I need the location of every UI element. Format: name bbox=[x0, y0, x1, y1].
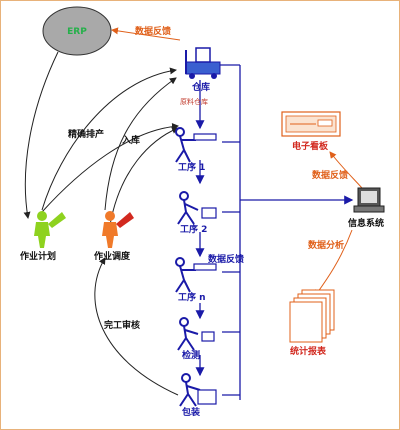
precise-production-label: 精确排产 bbox=[68, 128, 104, 140]
erp-node: ERP bbox=[42, 6, 112, 56]
data-analysis-label: 数据分析 bbox=[308, 239, 344, 251]
warehouse-forklift-icon bbox=[185, 47, 221, 79]
packing-to-dispatch-arrow bbox=[94, 257, 179, 396]
info-to-reports-arrow bbox=[314, 229, 353, 297]
feedback-to-erp-arrow bbox=[111, 27, 181, 41]
planner-figure-icon bbox=[34, 211, 66, 248]
plan-to-process-arrow bbox=[41, 123, 179, 213]
material-shelf-label: 原料仓库 bbox=[180, 97, 208, 106]
worker-processn-icon bbox=[175, 257, 217, 293]
kanban-board-icon bbox=[281, 111, 341, 137]
plan-to-warehouse-arrow bbox=[41, 67, 177, 211]
worker-packing-icon bbox=[179, 373, 217, 407]
reports-label: 统计报表 bbox=[290, 345, 327, 357]
worker-inspection-icon bbox=[177, 317, 215, 351]
process-flow-line bbox=[195, 64, 354, 400]
plan-label: 作业计划 bbox=[20, 250, 56, 262]
completion-report-label: 完工审核 bbox=[104, 319, 140, 331]
data-feedback-right-label: 数据反馈 bbox=[312, 169, 348, 181]
erp-to-plan-arrow bbox=[23, 51, 59, 219]
process2-label: 工序 2 bbox=[180, 223, 207, 235]
data-feedback-top-label: 数据反馈 bbox=[135, 25, 171, 37]
info-to-kanban-arrow bbox=[329, 151, 363, 189]
dispatcher-figure-icon bbox=[102, 211, 134, 248]
worker-process2-icon bbox=[177, 191, 217, 225]
info-system-computer-icon bbox=[353, 187, 385, 213]
dispatch-to-process-arrow bbox=[109, 127, 179, 226]
erp-label: ERP bbox=[67, 27, 87, 37]
management-arrows bbox=[23, 51, 179, 396]
info-system-label: 信息系统 bbox=[348, 217, 384, 229]
dispatch-to-warehouse-arrow bbox=[104, 77, 177, 211]
warehouse-label: 仓库 bbox=[191, 81, 210, 93]
warehousing-label: 入库 bbox=[121, 134, 140, 146]
packing-label: 包装 bbox=[181, 406, 201, 418]
inspection-label: 检测 bbox=[182, 349, 200, 361]
worker-process1-icon bbox=[175, 127, 217, 163]
kanban-label: 电子看板 bbox=[292, 140, 329, 152]
data-feedback-mid-label: 数据反馈 bbox=[208, 253, 244, 265]
dispatch-label: 作业调度 bbox=[94, 250, 131, 262]
reports-stack-icon bbox=[289, 289, 335, 343]
processn-label: 工序 n bbox=[178, 291, 206, 303]
process1-label: 工序 1 bbox=[178, 161, 205, 173]
